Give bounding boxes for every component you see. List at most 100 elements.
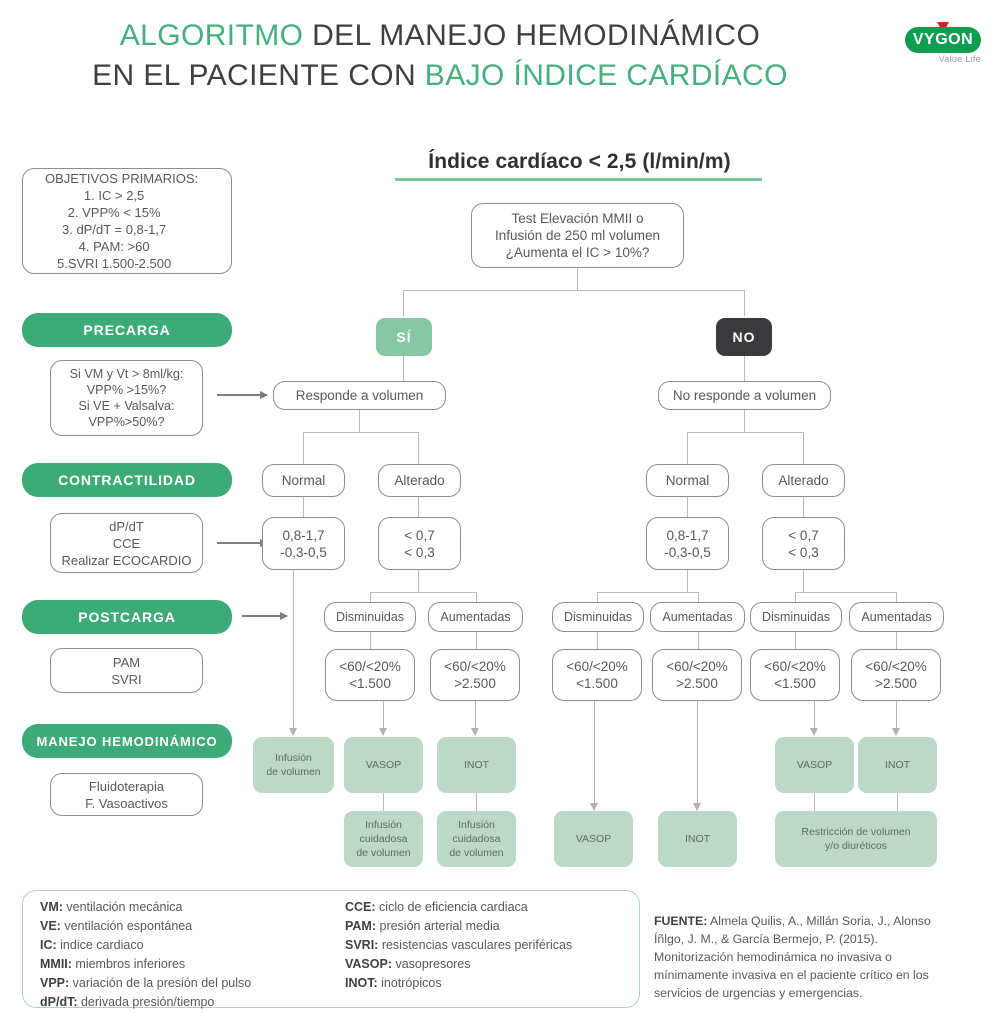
afterload-label: Aumentadas (440, 609, 511, 624)
legend-abbr: SVRI: (345, 938, 379, 952)
outcome-text: VASOP (365, 759, 402, 771)
section-detail-manejo: Fluidoterapia F. Vasoactivos (50, 773, 203, 816)
node-postcarga-aumentadas-no-alterado: Aumentadas (849, 602, 944, 632)
responde-volumen-text: Responde a volumen (295, 388, 424, 403)
outcome-infusion-volumen-si: Infusión de volumen (253, 737, 334, 793)
node-contractilidad-value-normal-si: 0,8-1,7 -0,3-0,5 (262, 517, 345, 570)
node-contractilidad-value-alterado-si: < 0,7 < 0,3 (378, 517, 461, 570)
node-responde-volumen: Responde a volumen (273, 381, 446, 410)
legend-text: resistencias vasculares periféricas (378, 938, 573, 952)
legend-column-1: VM: ventilación mecánica VE: ventilación… (40, 898, 340, 1012)
no-responde-volumen-text: No responde a volumen (672, 388, 817, 403)
value-text: < 0,7 < 0,3 (788, 527, 819, 560)
connector-root-split (403, 290, 745, 292)
arrow-si-dism-to-vasop (377, 701, 389, 736)
legend-text: ciclo de eficiencia cardiaca (375, 900, 528, 914)
connector-si-alt-to-aum (476, 592, 478, 602)
node-postcarga-disminuidas-no-normal: Disminuidas (552, 602, 644, 632)
legend-abbr: VASOP: (345, 957, 392, 971)
node-postcarga-value-aum-no-normal: <60/<20% >2.500 (652, 649, 742, 701)
legend-text: ventilación mecánica (62, 900, 183, 914)
node-contractilidad-value-normal-no: 0,8-1,7 -0,3-0,5 (646, 517, 729, 570)
node-postcarga-value-dism-no-alterado: <60/<20% <1.500 (750, 649, 840, 701)
connector-to-no (744, 290, 746, 316)
title-line-1: ALGORITMO DEL MANEJO HEMODINÁMICO (0, 16, 880, 56)
outcome-text: INOT (463, 759, 490, 771)
legend-item: INOT: inotrópicos (345, 974, 635, 993)
root-test-box: Test Elevación MMII o Infusión de 250 ml… (471, 203, 684, 268)
legend-text: inotrópicos (377, 976, 442, 990)
afterload-value: <60/<20% >2.500 (666, 659, 728, 691)
legend-abbr: INOT: (345, 976, 378, 990)
objectives-heading: OBJETIVOS PRIMARIOS: (45, 171, 199, 186)
connector-vasop-no-alt-down (814, 793, 816, 811)
state-label: Alterado (778, 473, 829, 488)
badge-no: NO (716, 318, 772, 356)
connector-no-normal-dism-down (597, 632, 599, 649)
connector-no-normal-aum-down (698, 632, 700, 649)
arrow-no-normal-aum-to-inot (691, 701, 703, 811)
legend-abbr: MMII: (40, 957, 72, 971)
afterload-value: <60/<20% <1.500 (764, 659, 826, 691)
arrow-precarga-to-flow (217, 391, 268, 398)
connector-root-down (577, 268, 579, 290)
legend-text: variación de la presión del pulso (69, 976, 252, 990)
legend-item: MMII: miembros inferiores (40, 955, 340, 974)
connector-no-down (744, 356, 746, 381)
section-pill-precarga: PRECARGA (22, 313, 232, 347)
afterload-label: Disminuidas (335, 609, 405, 624)
node-postcarga-value-aum-no-alterado: <60/<20% >2.500 (851, 649, 941, 701)
arrow-no-normal-dism-to-vasop (588, 701, 600, 811)
connector-no-resp-down (744, 410, 746, 432)
connector-si-dism-down (370, 632, 372, 649)
connector-no-alt-aum-down (896, 632, 898, 649)
connector-no-to-alterado (803, 432, 805, 464)
postcarga-detail-text: PAM SVRI (111, 654, 142, 687)
arrow-contractilidad-to-flow (217, 539, 268, 546)
outcome-text: INOT (884, 759, 911, 771)
objective-item: 2. VPP% < 15% (67, 205, 161, 220)
root-test-text: Test Elevación MMII o Infusión de 250 ml… (494, 211, 661, 260)
outcome-vasop-si: VASOP (344, 737, 423, 793)
outcome-text: VASOP (575, 833, 612, 845)
legend-text: indice cardiaco (56, 938, 144, 952)
legend-item: SVRI: resistencias vasculares periférica… (345, 936, 635, 955)
node-postcarga-disminuidas-no-alterado: Disminuidas (750, 602, 842, 632)
outcome-text: Infusión cuidadosa de volumen (356, 819, 411, 859)
legend-text: derivada presión/tiempo (77, 995, 215, 1009)
legend-abbr: VPP: (40, 976, 70, 990)
title-highlight-algoritmo: ALGORITMO (119, 19, 304, 52)
value-text: < 0,7 < 0,3 (404, 527, 435, 560)
outcome-text: Infusión de volumen (266, 752, 321, 778)
node-contractilidad-alterado-si: Alterado (378, 464, 461, 497)
connector-si-aum-down (476, 632, 478, 649)
source-citation: FUENTE: Almela Quilis, A., Millán Soria,… (654, 912, 954, 1002)
manejo-detail-text: Fluidoterapia F. Vasoactivos (85, 778, 168, 811)
arrow-si-aum-to-inot (469, 701, 481, 736)
outcome-infusion-cuidadosa-vasop-si: Infusión cuidadosa de volumen (344, 811, 423, 867)
logo-wordmark: VYGON (905, 27, 981, 53)
outcome-text: VASOP (796, 759, 833, 771)
badge-si: SÍ (376, 318, 432, 356)
objectives-box: OBJETIVOS PRIMARIOS: 1. IC > 2,5 2. VPP%… (22, 168, 232, 274)
connector-no-normal-to-dism (597, 592, 599, 602)
headline-underline (395, 178, 762, 181)
section-detail-precarga: Si VM y Vt > 8ml/kg: VPP% >15%? Si VE + … (50, 360, 203, 436)
connector-vasop-si-down (383, 793, 385, 811)
legend-abbr: IC: (40, 938, 57, 952)
arrow-postcarga-to-flow (242, 612, 288, 619)
objective-item: 5.SVRI 1.500-2.500 (57, 256, 172, 271)
connector-si-alt-split (370, 592, 476, 594)
connector-no-alt-to-dism (795, 592, 797, 602)
legend-item: IC: indice cardiaco (40, 936, 340, 955)
title-rest-1: DEL MANEJO HEMODINÁMICO (303, 19, 761, 52)
node-contractilidad-value-alterado-no: < 0,7 < 0,3 (762, 517, 845, 570)
legend-abbr: VM: (40, 900, 63, 914)
legend-item: VM: ventilación mecánica (40, 898, 340, 917)
afterload-label: Disminuidas (761, 609, 831, 624)
outcome-vasop-no-normal: VASOP (554, 811, 633, 867)
afterload-value: <60/<20% <1.500 (339, 659, 401, 691)
section-detail-postcarga: PAM SVRI (50, 648, 203, 693)
legend-item: VPP: variación de la presión del pulso (40, 974, 340, 993)
